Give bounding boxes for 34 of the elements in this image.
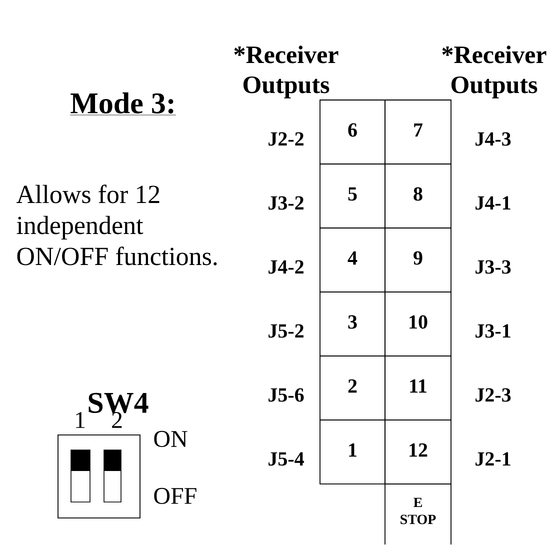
number-cell: 3 (320, 292, 386, 356)
number-cell: 12 (384, 420, 452, 484)
number-cell: 8 (384, 164, 452, 228)
switch-name: SW4 (88, 392, 148, 414)
pin-label: J3-2 (268, 196, 304, 210)
pin-label: J4-2 (268, 260, 304, 274)
switch-number: 2 (112, 412, 122, 428)
column-heading: *Receiver Outputs (442, 46, 546, 98)
pin-label: J5-4 (268, 452, 304, 466)
pin-label: J4-3 (476, 132, 511, 146)
number-cell: 4 (320, 228, 386, 292)
description-text: Allows for 12 independent ON/OFF functions. (16, 184, 217, 266)
pin-label: J2-3 (476, 388, 511, 402)
number-cell: 7 (384, 100, 452, 164)
stop-box: E STOP (384, 484, 452, 545)
pin-label: J3-3 (476, 260, 511, 274)
number-cell: 2 (320, 356, 386, 420)
number-cell: 11 (384, 356, 452, 420)
pin-label: J5-6 (268, 388, 304, 402)
state-label: ON (154, 430, 188, 448)
pin-label: J5-2 (268, 324, 304, 338)
pin-label: J4-1 (476, 196, 510, 210)
number-cell: 9 (384, 228, 452, 292)
switch-number: 1 (76, 412, 85, 428)
title: Mode 3: (70, 92, 176, 116)
state-label: OFF (154, 488, 196, 504)
pin-label: J2-2 (268, 132, 304, 146)
number-cell: 5 (320, 164, 386, 228)
column-heading: *Receiver Outputs (234, 46, 338, 98)
number-cell: 1 (320, 420, 386, 484)
pin-label: J2-1 (476, 452, 510, 466)
pin-label: J3-1 (476, 324, 510, 338)
number-cell: 6 (320, 100, 386, 164)
number-cell: 10 (384, 292, 452, 356)
